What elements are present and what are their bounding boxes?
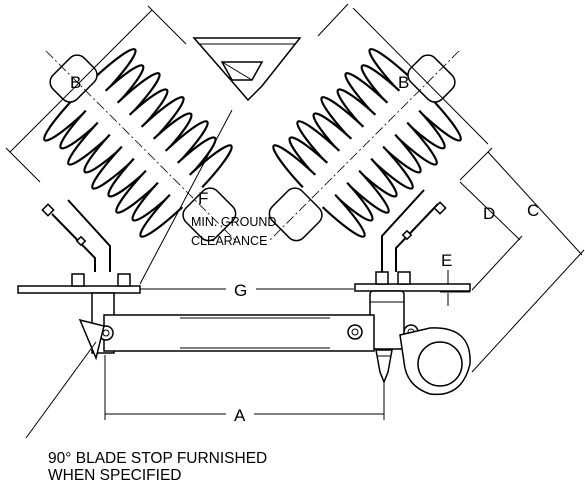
left-base-plate [17, 285, 141, 294]
dimension-label-g: G [234, 281, 247, 300]
left-insulator-centerline [45, 50, 238, 243]
blade-stop [78, 318, 105, 361]
dimension-lines [5, 3, 585, 439]
clearance-note-line1: MIN. GROUND [191, 215, 276, 229]
base-plate [17, 271, 471, 294]
right-bolt-2 [397, 271, 411, 285]
blade-body [103, 314, 375, 352]
left-mounting-bracket [41, 199, 111, 272]
contact-hook [375, 327, 471, 396]
right-mounting-bracket [381, 189, 447, 272]
top-terminal-bracket [192, 37, 302, 102]
right-insulator [267, 48, 462, 243]
blade-stop-note-line2: WHEN SPECIFIED [48, 467, 181, 484]
dimension-label-d: D [483, 204, 495, 223]
right-pivot-post [369, 290, 405, 350]
dimension-label-b-right: B [398, 73, 409, 92]
dimension-label-f: F [198, 189, 208, 208]
dimension-label-b-left: B [70, 73, 81, 92]
right-bolt-1 [375, 271, 389, 285]
left-bolt-1 [71, 273, 85, 287]
dimension-label-c: C [527, 201, 539, 220]
clearance-note-line2: CLEARANCE [191, 234, 267, 248]
dimension-label-e: E [441, 251, 452, 270]
blade-stop-note-line1: 90° BLADE STOP FURNISHED [48, 450, 267, 467]
left-bolt-2 [117, 273, 131, 287]
dimension-label-a: A [234, 406, 246, 425]
contact-tip [375, 349, 393, 385]
switch-blade [98, 314, 419, 352]
right-base-plate [354, 283, 471, 292]
left-insulator [43, 48, 238, 243]
blade-bolt [347, 324, 363, 340]
